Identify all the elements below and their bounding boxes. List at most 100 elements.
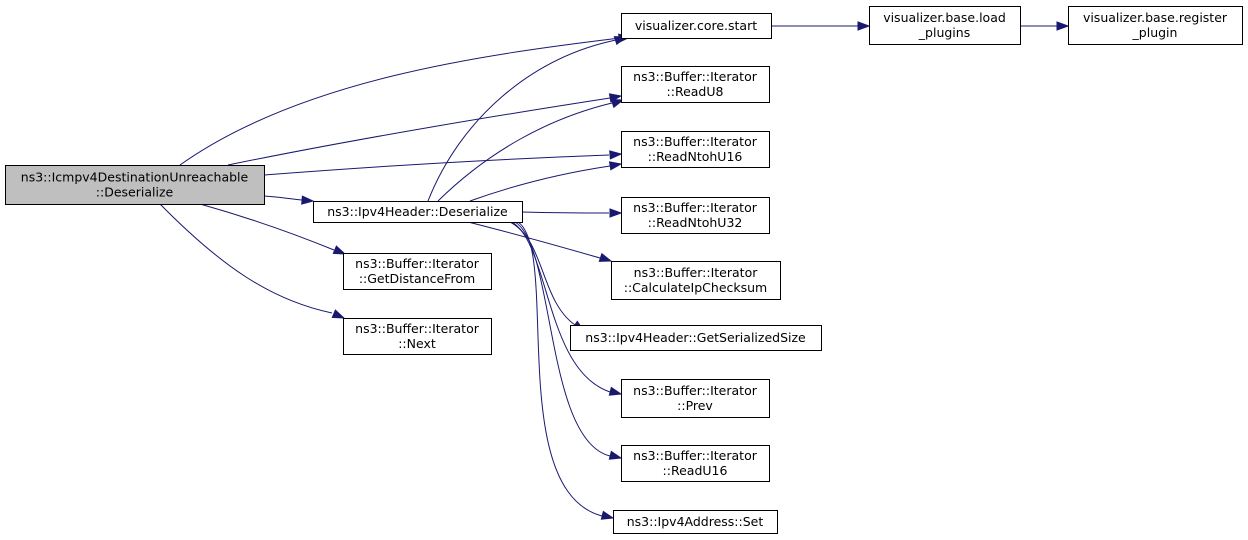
node-label-line: ::Next [398,336,436,351]
node-label-line: ::GetDistanceFrom [359,271,475,286]
edge-line [521,211,610,214]
node-box [611,261,781,300]
node-label-line: ns3::Ipv4Header::Deserialize [327,204,508,219]
node-ipv4hdr[interactable]: ns3::Ipv4Header::Deserialize [313,201,523,223]
edge-line [514,221,611,457]
edge-line [179,37,621,166]
node-box [621,131,770,168]
edge-root-to-readntohu16 [263,150,623,176]
node-box [613,510,778,534]
node-readu8[interactable]: ns3::Buffer::Iterator::ReadU8 [621,66,770,103]
node-box [869,6,1021,45]
node-getsersize[interactable]: ns3::Ipv4Header::GetSerializedSize [570,325,822,351]
node-label-line: ::ReadNtohU16 [648,149,743,164]
edge-ipv4hdr-to-prev [511,221,623,396]
node-calcip[interactable]: ns3::Buffer::Iterator::CalculateIpChecks… [611,261,781,300]
arrowhead-icon [332,245,347,255]
node-loadplugins[interactable]: visualizer.base.load_plugins [869,6,1021,45]
edge-ipv4hdr-to-readntohu32 [521,208,623,218]
node-readntohu32[interactable]: ns3::Buffer::Iterator::ReadNtohU32 [621,197,770,234]
edge-root-to-readu8 [227,93,623,166]
edge-root-to-getdist [199,203,347,255]
node-readu16[interactable]: ns3::Buffer::Iterator::ReadU16 [621,445,770,482]
edge-ipv4hdr-to-vizstart [427,36,628,202]
node-root[interactable]: ns3::Icmpv4DestinationUnreachable::Deser… [5,165,265,205]
arrowhead-icon [609,150,623,160]
edge-loadplugins-to-regplugin [1020,21,1070,31]
nodes-layer: ns3::Icmpv4DestinationUnreachable::Deser… [5,6,1243,534]
edge-ipv4hdr-to-readu16 [514,221,623,460]
edge-line [263,195,303,201]
arrowhead-icon [857,21,871,31]
edge-line [159,203,333,314]
node-prev[interactable]: ns3::Buffer::Iterator::Prev [621,379,770,418]
node-label-line: ::Prev [677,398,713,413]
arrowhead-icon [331,309,346,319]
node-ipv4addrset[interactable]: ns3::Ipv4Address::Set [613,510,778,534]
node-box [621,197,770,234]
node-vizstart[interactable]: visualizer.core.start [621,13,772,39]
edge-vizstart-to-loadplugins [771,21,871,31]
node-label-line: ns3::Buffer::Iterator [355,321,480,336]
edge-line [517,221,603,517]
edge-line [427,39,617,202]
node-label-line: _plugins [918,25,970,40]
edge-line [509,221,576,326]
arrowhead-icon [1056,21,1070,31]
node-label-line: ns3::Buffer::Iterator [633,200,758,215]
node-regplugin[interactable]: visualizer.base.register_plugin [1068,6,1243,45]
edge-line [199,203,335,251]
edge-line [469,165,611,202]
node-label-line: visualizer.base.register [1083,10,1228,25]
edge-line [227,97,611,166]
edge-root-to-vizstart [179,33,632,166]
node-box [621,66,770,103]
edge-ipv4hdr-to-getsersize [509,221,586,332]
edge-ipv4hdr-to-readntohu16 [469,161,623,202]
arrowhead-icon [609,208,623,218]
node-box [343,318,492,355]
arrowhead-icon [608,161,623,171]
node-box [621,13,772,39]
node-label-line: visualizer.core.start [635,18,757,33]
node-label-line: ::ReadU16 [663,463,728,478]
edge-ipv4hdr-to-readu8 [437,99,625,202]
node-getdist[interactable]: ns3::Buffer::Iterator::GetDistanceFrom [343,253,492,290]
node-label-line: ns3::Buffer::Iterator [633,69,758,84]
edge-root-to-next [159,203,346,319]
node-label-line: ns3::Buffer::Iterator [634,265,759,280]
edge-line [467,221,601,259]
arrowhead-icon [301,195,315,205]
node-next[interactable]: ns3::Buffer::Iterator::Next [343,318,492,355]
node-label-line: ::CalculateIpChecksum [624,280,768,295]
arrowhead-icon [608,386,623,396]
edge-ipv4hdr-to-ipv4addrset [517,221,615,520]
node-label-line: ns3::Buffer::Iterator [633,448,758,463]
edge-ipv4hdr-to-calcip [467,221,613,262]
node-box [621,379,770,418]
node-label-line: ns3::Icmpv4DestinationUnreachable [21,170,249,185]
edge-root-to-ipv4hdr [263,195,315,205]
arrowhead-icon [610,99,625,109]
node-label-line: ns3::Ipv4Header::GetSerializedSize [585,330,806,345]
node-label-line: ns3::Buffer::Iterator [355,256,480,271]
node-box [5,165,265,205]
arrowhead-icon [600,510,615,520]
node-label-line: _plugin [1132,25,1178,40]
node-label-line: ::ReadU8 [667,84,724,99]
edge-line [263,154,610,176]
edges-layer [159,21,1070,520]
node-box [313,201,523,223]
node-label-line: ::ReadNtohU32 [648,215,743,230]
edge-line [437,102,613,202]
node-box [1068,6,1243,45]
arrowhead-icon [598,252,613,262]
node-box [570,325,822,351]
node-label-line: ns3::Buffer::Iterator [633,383,758,398]
node-box [343,253,492,290]
node-label-line: ::Deserialize [96,185,174,200]
arrowhead-icon [608,450,623,460]
node-label-line: visualizer.base.load [883,10,1006,25]
node-readntohu16[interactable]: ns3::Buffer::Iterator::ReadNtohU16 [621,131,770,168]
